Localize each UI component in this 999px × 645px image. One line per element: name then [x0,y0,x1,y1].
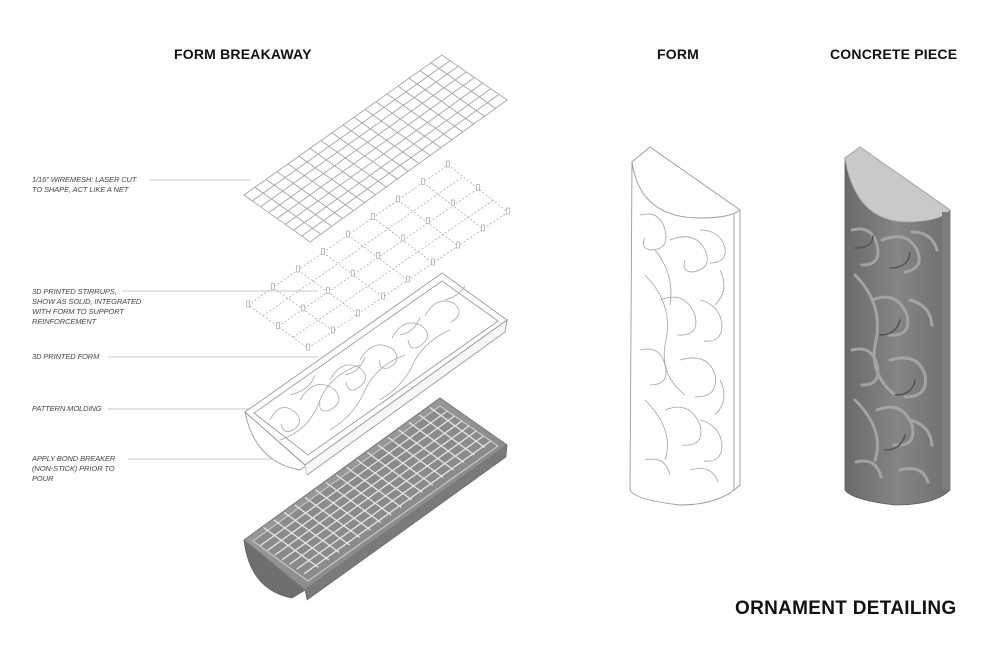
heading-concrete-piece: CONCRETE PIECE [830,46,958,62]
annotation-line: TO SHAPE, ACT LIKE A NET [32,185,129,194]
page-title-ornament-detailing: ORNAMENT DETAILING [735,598,957,619]
annotation-line: (NON-STICK) PRIOR TO [32,464,115,473]
annotation-line: PATTERN MOLDING [32,404,102,413]
annotation-bond-breaker: APPLY BOND BREAKER (NON-STICK) PRIOR TO … [32,454,152,484]
annotation-wiremesh: 1/16" WIREMESH: LASER CUT TO SHAPE, ACT … [32,175,152,195]
annotation-line: APPLY BOND BREAKER [32,454,116,463]
annotation-line: 3D PRINTED STIRRUPS, [32,287,117,296]
annotation-line: 3D PRINTED FORM [32,352,100,361]
annotation-pattern-molding: PATTERN MOLDING [32,404,152,414]
annotation-line: POUR [32,474,54,483]
heading-form-breakaway: FORM BREAKAWAY [174,46,312,62]
form-column [629,146,741,506]
concrete-relief-shadow [854,235,916,451]
form-swirls [639,213,726,483]
leader-lines [108,179,318,460]
concrete-relief-ornament [850,227,939,484]
printed-form-tray [244,272,508,476]
stirrup-posts [246,160,510,351]
tray-mesh [259,406,492,575]
annotation-line: SHOW AS SOLID, INTEGRATED [32,297,142,306]
annotation-stirrups: 3D PRINTED STIRRUPS, SHOW AS SOLID, INTE… [32,287,152,327]
wiremesh-layer [243,54,508,243]
heading-form: FORM [657,46,700,62]
concrete-piece-column [844,146,951,506]
annotation-line: 1/16" WIREMESH: LASER CUT [32,175,137,184]
annotation-printed-form: 3D PRINTED FORM [32,352,152,362]
annotation-line: WITH FORM TO SUPPORT [32,307,124,316]
annotation-line: REINFORCEMENT [32,317,97,326]
assembled-tray [243,397,508,601]
pattern-molding-swirls [269,285,466,441]
